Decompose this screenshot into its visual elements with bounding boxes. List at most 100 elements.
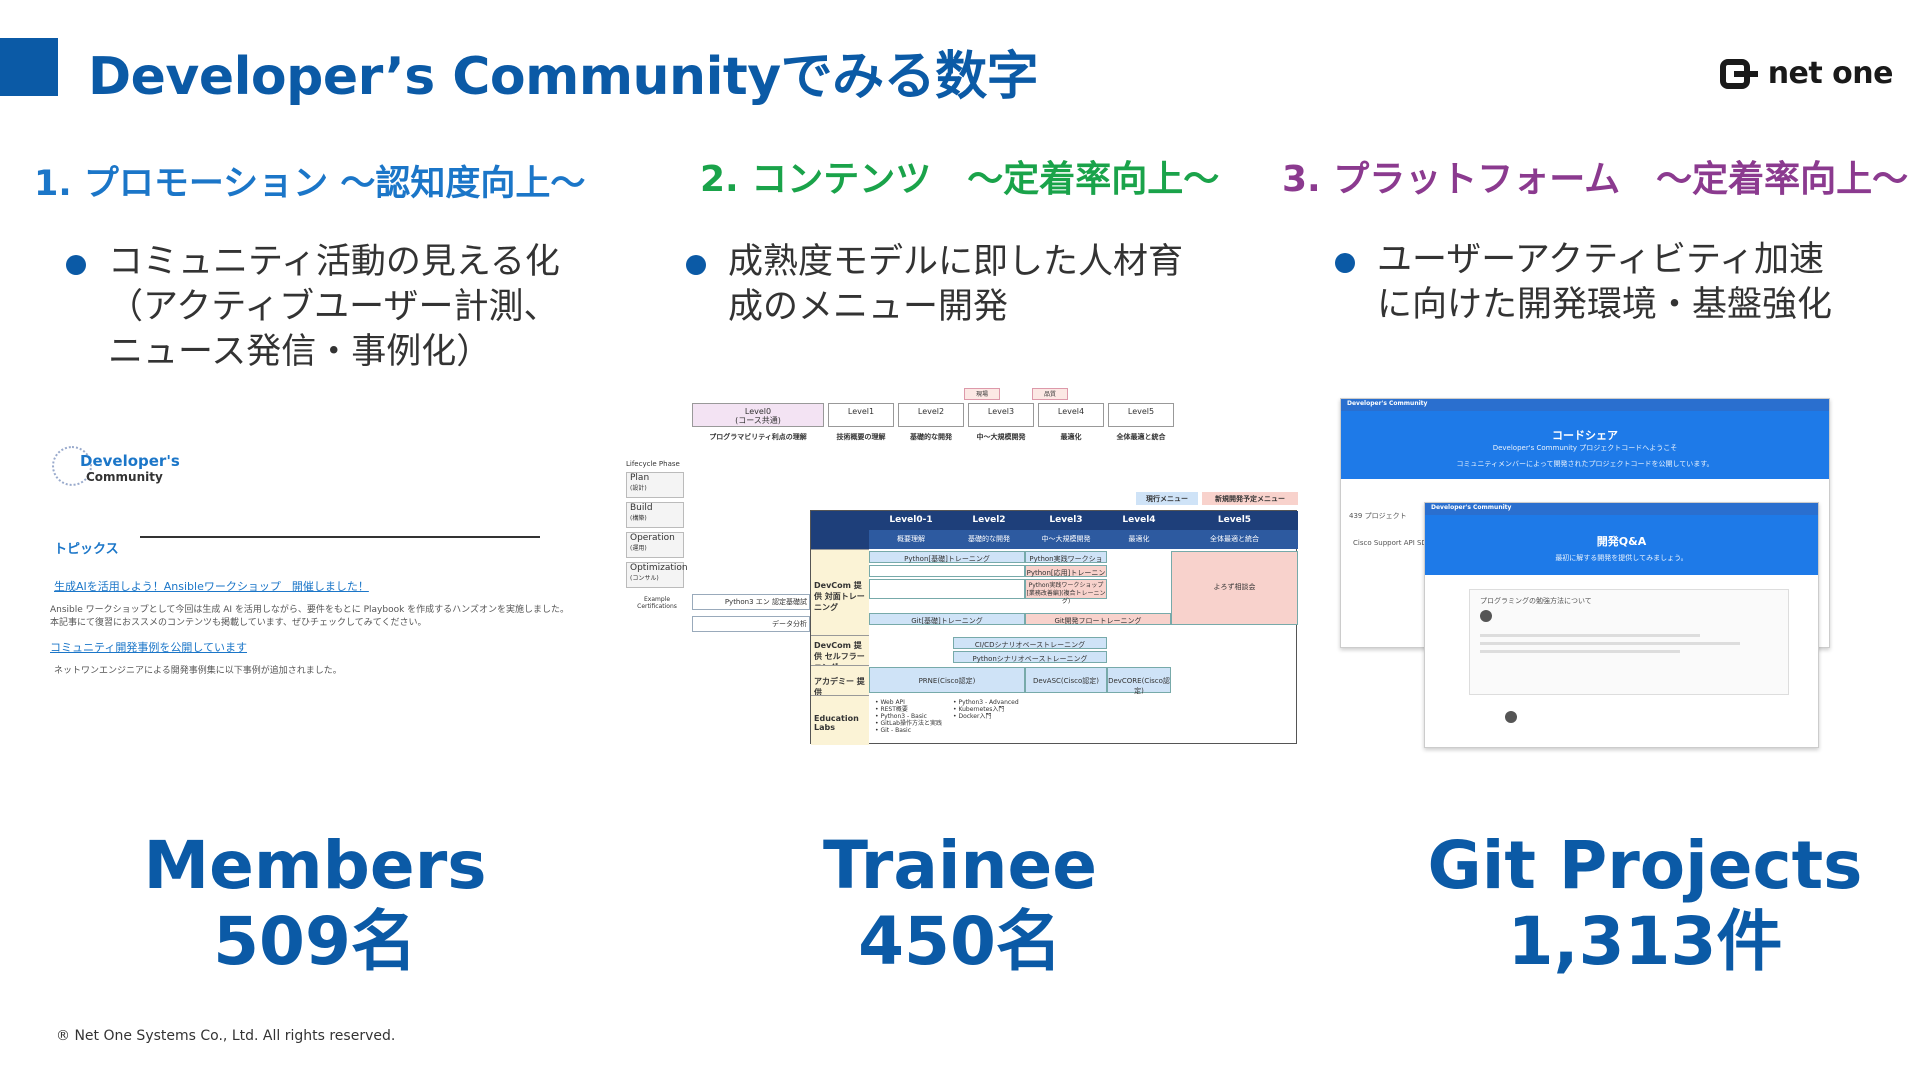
stat-label: Members: [143, 827, 487, 904]
stat-label: Trainee: [823, 827, 1097, 904]
maturity-model-screenshot: 現場 品質 Level0 (コース共通) Level1 Level2 Level…: [626, 388, 1298, 745]
hero-title: 開発Q&A: [1596, 535, 1647, 548]
heading-promotion: 1. プロモーション ～認知度向上～: [34, 164, 586, 204]
cell-python-basic: Python[基礎]トレーニング: [869, 551, 1025, 563]
top-tag: 品質: [1032, 388, 1068, 400]
net-one-logo-icon: [1719, 57, 1760, 91]
stat-label: Git Projects: [1427, 827, 1863, 904]
level5-box: Level5: [1108, 403, 1174, 427]
bullet-dot-icon: [1335, 253, 1355, 273]
list-item: • Docker入門: [953, 713, 992, 720]
project-count: 439 プロジェクト: [1349, 512, 1407, 520]
row-header-academy: アカデミー 提供: [811, 665, 869, 697]
table-subheader: 最適化: [1107, 530, 1171, 549]
table-subheader: 概要理解: [869, 530, 953, 549]
table-corner: [811, 511, 869, 549]
stat-value: 1,313件: [1507, 903, 1783, 980]
hero-subtitle: コミュニティメンバーによって開発されたプロジェクトコードを公開しています。: [1456, 460, 1714, 468]
level4-box: Level4: [1038, 403, 1104, 427]
stat-git-projects: Git Projects 1,313件: [1420, 828, 1870, 980]
logo-line2: Community: [86, 470, 163, 484]
question-title: プログラミングの勉強方法について: [1480, 597, 1592, 605]
data-box: データ分析: [692, 616, 810, 632]
cell-python-applied: Python[応用]トレーニング: [1025, 565, 1107, 587]
bullet-dot-icon: [686, 255, 706, 275]
heading-platform: 3. プラットフォーム ～定着率向上～: [1282, 159, 1909, 200]
hero-banner: コードシェア Developer's Community プロジェクトコードへよ…: [1341, 411, 1829, 479]
text-placeholder: [1480, 650, 1680, 653]
git-projects-screenshot: Developer's Community コードシェア Developer's…: [1340, 398, 1915, 748]
lifecycle-label: Lifecycle Phase: [626, 460, 680, 468]
level3-box: Level3: [968, 403, 1034, 427]
bullet-line: ニュース発信・事例化）: [108, 332, 492, 372]
training-matrix-table: Level0-1 Level2 Level3 Level4 Level5 概要理…: [810, 510, 1298, 745]
stat-members: Members 509名: [140, 828, 490, 980]
table-subheader: 基礎的な開発: [953, 530, 1025, 549]
bullet-line: 成のメニュー開発: [728, 287, 1009, 327]
cell-cicd: CI/CDシナリオベーストレーニング: [953, 637, 1107, 649]
slide-title: Developer’s Communityでみる数字: [88, 47, 1039, 107]
project-item[interactable]: Cisco Support API SDK: [1353, 539, 1432, 547]
logo-line1: Developer's: [80, 452, 180, 470]
table-subheader: 全体最適と統合: [1171, 530, 1298, 549]
community-logo-icon: [52, 446, 92, 486]
phase-optimization: Optimization(コンサル): [626, 562, 688, 588]
bullet-line: ユーザーアクティビティ加速: [1377, 240, 1824, 280]
news-link-ansible[interactable]: 生成AIを活用しよう！Ansibleワークショップ 開催しました！: [54, 580, 369, 593]
hero-title: コードシェア: [1552, 429, 1618, 442]
topics-divider: [140, 536, 540, 538]
news-body: 本記事にて復習におススメのコンテンツも掲載しています、ぜひチェックしてみてくださ…: [50, 618, 427, 628]
question-card[interactable]: プログラミングの勉強方法について: [1469, 589, 1789, 695]
nav-brand: Developer's Community: [1431, 504, 1512, 511]
bullet-line: に向けた開発環境・基盤強化: [1377, 285, 1833, 325]
dev-qa-window: Developer's Community 開発Q&A 最初に解する開発を提供し…: [1424, 502, 1819, 748]
labs-list-right: • Python3 - Advanced • Kubernetes入門 • Do…: [953, 699, 1019, 720]
labs-list-left: • Web API • REST概要 • Python3 - Basic • G…: [875, 699, 942, 734]
row-header-self-learning: DevCom 提供 セルフラーニング: [811, 635, 869, 672]
text-placeholder: [1480, 634, 1700, 637]
cell-consultation: よろず相談会: [1171, 551, 1298, 625]
list-item: • Python3 - Advanced: [953, 699, 1019, 706]
news-link-cases[interactable]: コミュニティ開発事例を公開しています: [50, 641, 248, 654]
avatar-icon: [1480, 610, 1492, 622]
phase-operation: Operation(運用): [626, 532, 684, 558]
cell-prne: PRNE(Cisco認定): [869, 667, 1025, 693]
top-tag: 現場: [964, 388, 1000, 400]
nav-bar: Developer's Community: [1341, 399, 1829, 411]
level0-box: Level0 (コース共通): [692, 403, 824, 427]
net-one-logo: net one: [1719, 56, 1894, 91]
bullet-dot-icon: [66, 255, 86, 275]
copyright-footer: ® Net One Systems Co., Ltd. All rights r…: [56, 1028, 396, 1044]
list-item: • Kubernetes入門: [953, 706, 1005, 713]
example-cert-label: Example Certifications: [637, 596, 677, 610]
stat-value: 509名: [213, 903, 417, 980]
cell-python-workshop: Python実践ワークショップ: [1025, 551, 1107, 573]
cell-git-flow: Git開発フロートレーニング: [1025, 613, 1171, 625]
hero-subtitle: Developer's Community プロジェクトコードへようこそ: [1492, 444, 1678, 452]
cell-devasc: DevASC(Cisco認定): [1025, 667, 1107, 693]
cell-empty: [869, 579, 1025, 599]
bullet-platform: ユーザーアクティビティ加速 に向けた開発環境・基盤強化: [1335, 238, 1915, 328]
nav-brand: Developer's Community: [1347, 400, 1428, 407]
cell-git-basic: Git[基礎]トレーニング: [869, 613, 1025, 625]
topics-label: トピックス: [54, 542, 119, 557]
hero-subtitle: 最初に解する開発を提供してみましょう。: [1555, 554, 1688, 562]
avatar-icon: [1505, 711, 1517, 723]
bullet-line: （アクティブユーザー計測、: [108, 287, 559, 327]
cell-python-practice: Python実践ワークショップ [業務改善編](複合トレーニング): [1025, 579, 1107, 605]
hero-banner: 開発Q&A 最初に解する開発を提供してみましょう。: [1425, 515, 1818, 575]
list-item: • Git - Basic: [875, 727, 911, 734]
list-item: • Python3 - Basic: [875, 713, 927, 720]
bullet-line: コミュニティ活動の見える化: [108, 242, 560, 282]
bullet-line: 成熟度モデルに即した人材育: [728, 242, 1184, 282]
legend-new: 新規開発予定メニュー: [1202, 492, 1298, 505]
list-item: • REST概要: [875, 706, 908, 713]
title-accent-bar: [0, 38, 58, 96]
level-desc: 技術概要の理解: [836, 433, 886, 441]
table-subheader: 中～大規模開発: [1025, 530, 1107, 549]
bullet-contents: 成熟度モデルに即した人材育 成のメニュー開発: [686, 240, 1246, 330]
row-header-education-labs: Education Labs: [811, 695, 869, 745]
level1-box: Level1: [828, 403, 894, 427]
level2-box: Level2: [898, 403, 964, 427]
cell-empty: [869, 565, 1025, 577]
